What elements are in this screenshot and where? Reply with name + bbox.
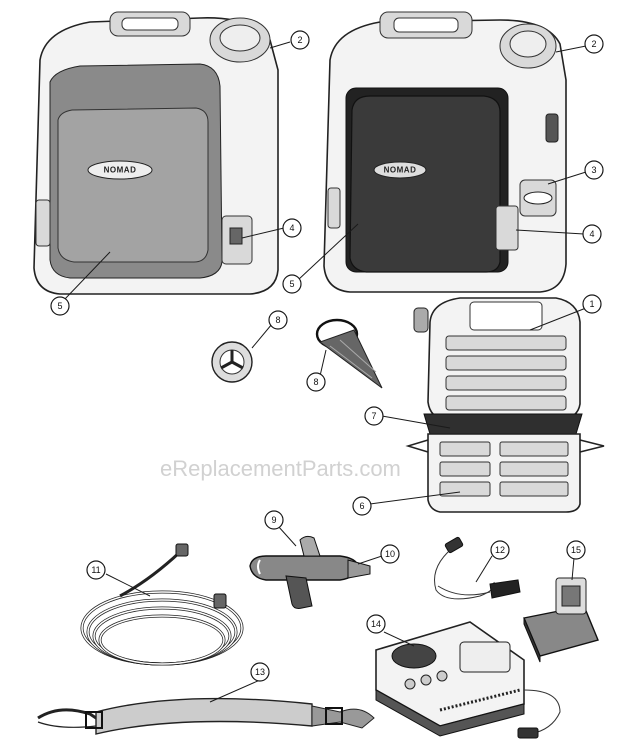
callout-13: 13: [250, 662, 270, 682]
tank-cap: [499, 23, 557, 69]
svg-text:15: 15: [571, 545, 581, 555]
car-adapter-cord: [434, 536, 521, 600]
svg-text:2: 2: [297, 35, 302, 45]
battery-pack: [523, 577, 599, 663]
tank-open: NOMAD: [323, 11, 567, 293]
svg-text:6: 6: [359, 501, 364, 511]
callout-5: 5: [282, 274, 302, 294]
svg-text:3: 3: [591, 165, 596, 175]
callout-5: 5: [50, 296, 70, 316]
callout-2: 2: [290, 30, 310, 50]
base-tray: [405, 433, 605, 513]
gasket: [423, 413, 583, 435]
callout-6: 6: [352, 496, 372, 516]
callout-9: 9: [264, 510, 284, 530]
svg-text:14: 14: [371, 619, 381, 629]
callout-4: 4: [282, 218, 302, 238]
svg-text:4: 4: [589, 229, 594, 239]
svg-text:8: 8: [275, 315, 280, 325]
svg-text:9: 9: [271, 515, 276, 525]
svg-text:10: 10: [385, 549, 395, 559]
callout-11: 11: [86, 560, 106, 580]
shoulder-strap: [37, 697, 375, 735]
nomad-logo: NOMAD: [384, 166, 417, 175]
callout-8: 8: [268, 310, 288, 330]
tank-with-cover: NOMAD: [33, 11, 279, 295]
svg-text:11: 11: [91, 565, 100, 575]
svg-text:12: 12: [495, 545, 505, 555]
callout-10: 10: [380, 544, 400, 564]
watermark: eReplacementParts.com: [160, 456, 401, 481]
nomad-logo: NOMAD: [104, 166, 137, 175]
callout-8: 8: [306, 372, 326, 392]
svg-text:5: 5: [289, 279, 294, 289]
battery-charger: [375, 621, 561, 739]
callout-3: 3: [584, 160, 604, 180]
callout-1: 1: [582, 294, 602, 314]
callout-15: 15: [566, 540, 586, 560]
svg-text:2: 2: [591, 39, 596, 49]
tank-cap: [209, 17, 271, 63]
callout-12: 12: [490, 540, 510, 560]
callout-2: 2: [584, 34, 604, 54]
pump-unit: [413, 297, 581, 421]
coiled-hose: [80, 543, 244, 666]
svg-text:5: 5: [57, 301, 62, 311]
leader-lines: [63, 41, 587, 703]
callout-4: 4: [582, 224, 602, 244]
svg-text:13: 13: [255, 667, 265, 677]
callout-14: 14: [366, 614, 386, 634]
svg-text:7: 7: [371, 411, 376, 421]
drain-cap: [211, 341, 253, 383]
callout-7: 7: [364, 406, 384, 426]
spray-gun: [249, 535, 371, 609]
filter-funnel: [315, 318, 383, 389]
svg-text:1: 1: [589, 299, 594, 309]
svg-text:4: 4: [289, 223, 294, 233]
svg-text:8: 8: [313, 377, 318, 387]
